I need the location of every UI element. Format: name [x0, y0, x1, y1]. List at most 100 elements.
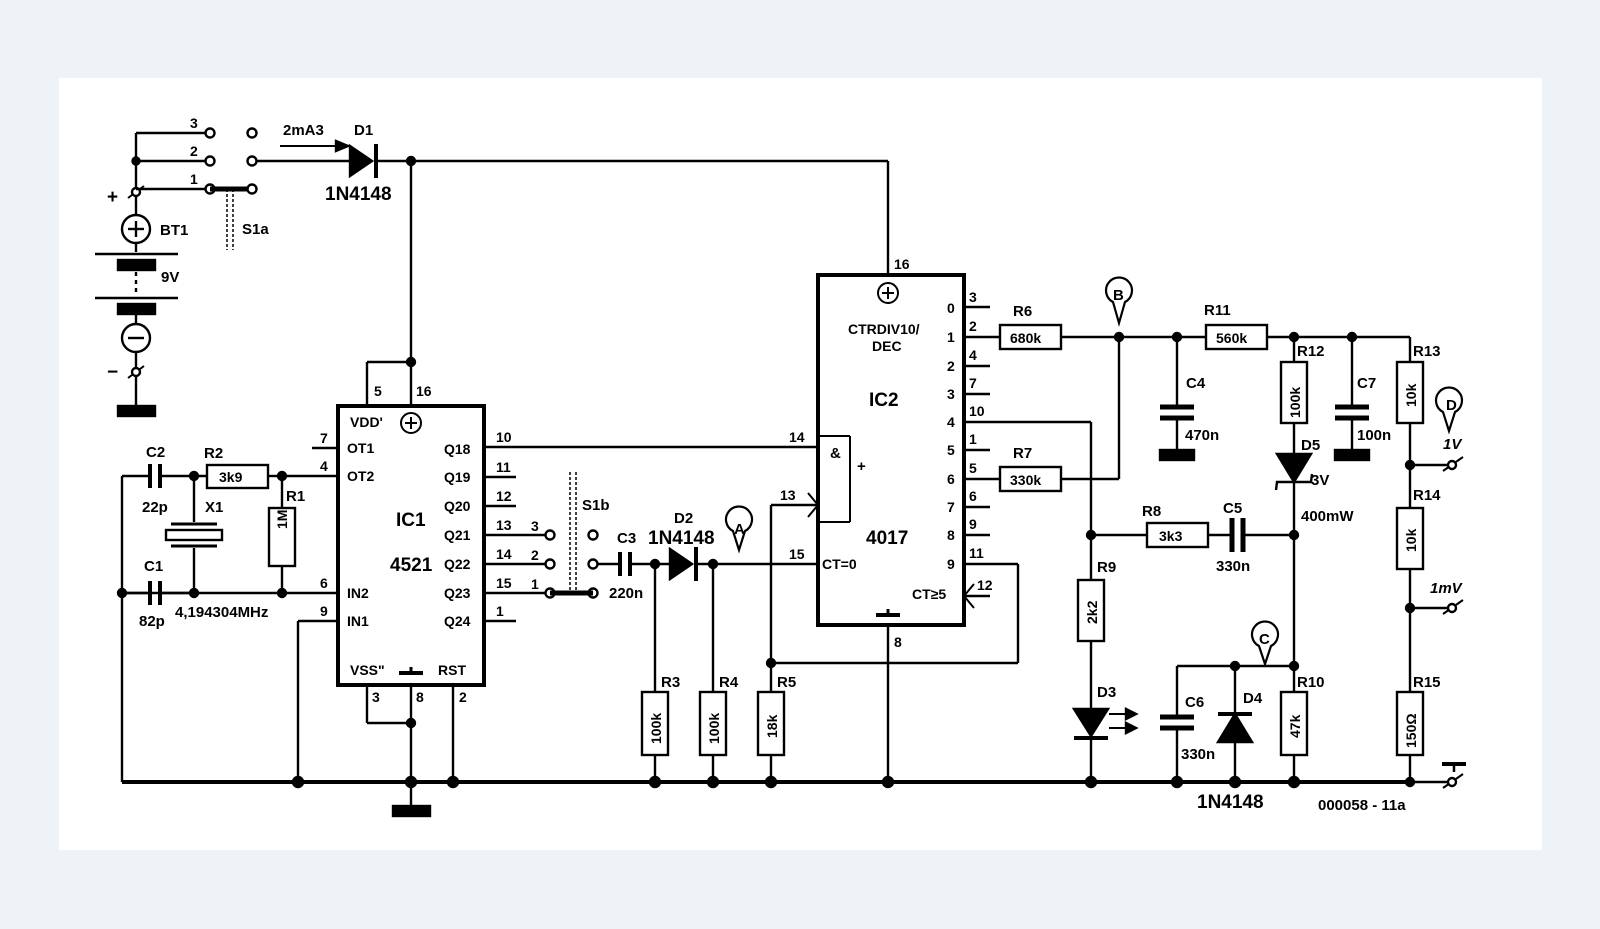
- r4-ref: R4: [719, 674, 739, 691]
- ic1-q21: Q21: [444, 527, 471, 543]
- r2-value: 3k9: [219, 469, 243, 485]
- ic2-out-7: 7: [947, 499, 955, 515]
- d5-ref: D5: [1301, 437, 1320, 454]
- ic2-pin-11: 11: [969, 545, 984, 561]
- d4-ref: D4: [1243, 690, 1263, 707]
- bt1-voltage: 9V: [161, 269, 179, 286]
- ic1-pin-10: 10: [496, 429, 512, 445]
- s1a-pos-3: 3: [190, 115, 198, 131]
- bt1-ref: BT1: [160, 222, 188, 239]
- r6-value: 680k: [1010, 330, 1041, 346]
- c2-value: 22p: [142, 499, 168, 516]
- r15-ref: R15: [1413, 674, 1441, 691]
- ic1-4521: [122, 404, 818, 818]
- r3-value: 100k: [648, 713, 664, 744]
- r12-value: 100k: [1287, 387, 1303, 418]
- ic1-q18: Q18: [444, 441, 471, 457]
- ic2-pin-2: 2: [969, 318, 977, 334]
- c1-ref: C1: [144, 558, 163, 575]
- r5-ref: R5: [777, 674, 796, 691]
- ic2-pin-5: 5: [969, 460, 977, 476]
- c5-value: 330n: [1216, 558, 1250, 575]
- ic1-rst-label: RST: [438, 662, 466, 678]
- d1-ref: D1: [354, 122, 373, 139]
- c6-value: 330n: [1181, 746, 1215, 763]
- ic2-out-5: 5: [947, 442, 955, 458]
- output-1mv: 1mV: [1430, 580, 1464, 597]
- r14-value: 10k: [1403, 528, 1419, 552]
- ic2-4017: [807, 273, 1091, 782]
- d2-ref: D2: [674, 510, 693, 527]
- d2-type: 1N4148: [648, 528, 715, 549]
- ic1-q23: Q23: [444, 585, 471, 601]
- s1b-pos-2: 2: [531, 547, 539, 563]
- ic1-pin-5: 5: [374, 383, 382, 399]
- r10-value: 47k: [1287, 714, 1303, 738]
- ic2-out-8: 8: [947, 527, 955, 543]
- c4-value: 470n: [1185, 427, 1219, 444]
- s1b-ref: S1b: [582, 497, 610, 514]
- s1b-pos-1: 1: [531, 576, 539, 592]
- ic2-pin-1: 1: [969, 431, 977, 447]
- d5-voltage: 3V: [1311, 472, 1329, 489]
- ic2-pin-8: 8: [894, 634, 902, 650]
- test-point-a: A: [734, 521, 745, 538]
- output-network: [998, 323, 1466, 789]
- battery-minus-sign: −: [107, 362, 118, 383]
- schematic-panel: + − BT1 9V 3 2 1 S1a 2mA3 D1 1N4148 5 16…: [59, 78, 1542, 850]
- ic2-pin-15: 15: [789, 546, 805, 562]
- ground-bus: [122, 775, 1410, 789]
- switch-s1b: [544, 472, 818, 599]
- ic2-pin-12: 12: [977, 577, 993, 593]
- ic1-ot1: OT1: [347, 440, 374, 456]
- battery-plus-sign: +: [107, 187, 118, 208]
- r6-ref: R6: [1013, 303, 1032, 320]
- ic2-part: 4017: [866, 528, 908, 549]
- r9-ref: R9: [1097, 559, 1116, 576]
- ic1-pin-9: 9: [320, 603, 328, 619]
- battery-bt1: [95, 131, 205, 418]
- figure-id: 000058 - 11a: [1318, 797, 1406, 814]
- ic1-pin-8: 8: [416, 689, 424, 705]
- switch-s1a: [136, 127, 352, 250]
- ic1-q24: Q24: [444, 613, 471, 629]
- r10-ref: R10: [1297, 674, 1325, 691]
- diode-d1: [348, 143, 890, 406]
- r8-value: 3k3: [1159, 528, 1183, 544]
- ic1-pin-16: 16: [416, 383, 432, 399]
- ic1-vdd-label: VDD': [350, 414, 383, 430]
- ic1-ot2: OT2: [347, 468, 374, 484]
- r14-ref: R14: [1413, 487, 1441, 504]
- r2-ref: R2: [204, 445, 223, 462]
- s1a-pos-1: 1: [190, 171, 198, 187]
- ic2-pin-16: 16: [894, 256, 910, 272]
- d5-power: 400mW: [1301, 508, 1354, 525]
- r7-value: 330k: [1010, 472, 1041, 488]
- ic1-part: 4521: [390, 555, 433, 576]
- ic2-function-2: DEC: [872, 338, 902, 354]
- ic2-pin-10: 10: [969, 403, 985, 419]
- test-point-b: B: [1113, 287, 1124, 304]
- c7-value: 100n: [1357, 427, 1391, 444]
- ic1-q22: Q22: [444, 556, 471, 572]
- r15-value: 150Ω: [1403, 713, 1419, 748]
- ic1-in2: IN2: [347, 585, 369, 601]
- ic2-pin-7: 7: [969, 375, 977, 391]
- s1a-pos-2: 2: [190, 143, 198, 159]
- r4-value: 100k: [706, 713, 722, 744]
- c7-ref: C7: [1357, 375, 1376, 392]
- ic2-function-1: CTRDIV10/: [848, 321, 920, 337]
- ic1-pin-12: 12: [496, 488, 512, 504]
- r13-value: 10k: [1403, 383, 1419, 407]
- ic2-and-symbol: &: [830, 445, 841, 462]
- ic2-pin-4: 4: [969, 347, 977, 363]
- ic1-pin-11: 11: [496, 459, 511, 475]
- r7-ref: R7: [1013, 445, 1032, 462]
- d4-type: 1N4148: [1197, 792, 1264, 813]
- ic2-out-1: 1: [947, 329, 955, 345]
- ic2-out-4: 4: [947, 414, 955, 430]
- ic2-out-9: 9: [947, 556, 955, 572]
- ic1-ref: IC1: [396, 510, 426, 531]
- s1b-pos-3: 3: [531, 518, 539, 534]
- x1-frequency: 4,194304MHz: [175, 604, 268, 621]
